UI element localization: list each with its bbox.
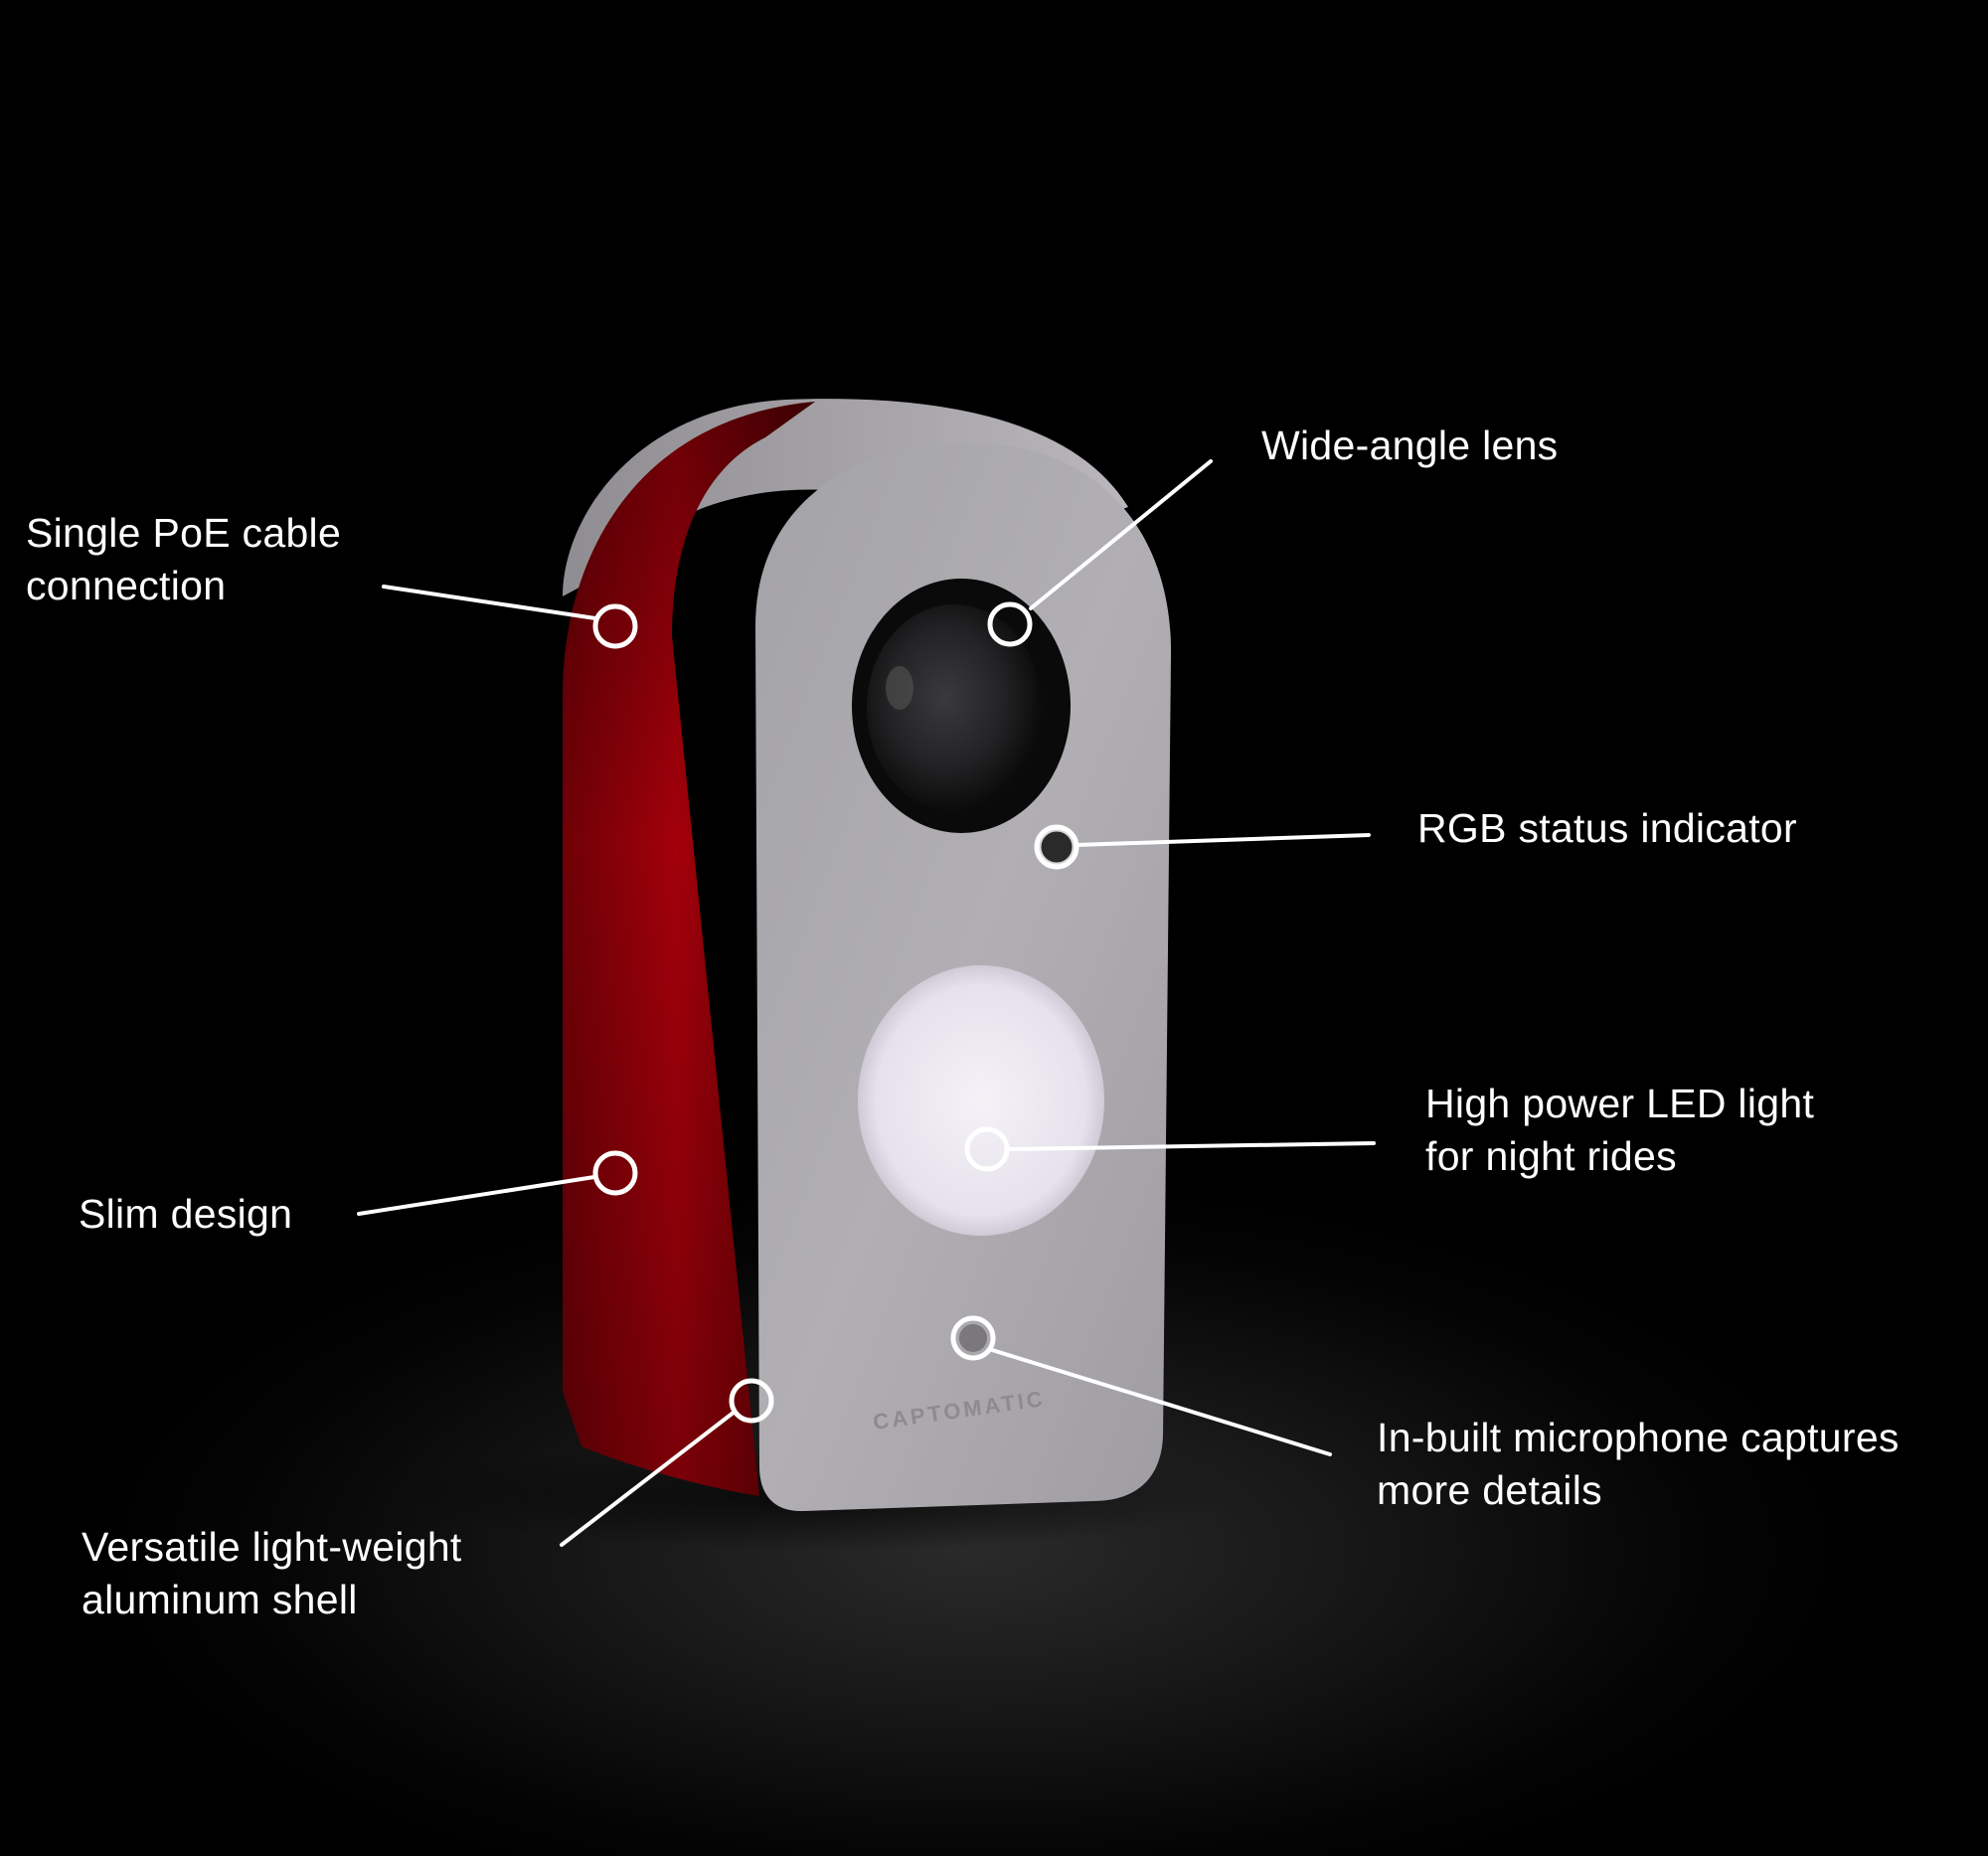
slim-leader-line xyxy=(357,1175,596,1216)
led-callout-line1: High power LED light xyxy=(1425,1081,1815,1126)
lens-callout: Wide-angle lens xyxy=(1261,420,1559,472)
rgb-callout: RGB status indicator xyxy=(1417,802,1797,855)
poe-callout-line1: Single PoE cable xyxy=(26,510,342,556)
microphone-grille xyxy=(959,1324,987,1352)
microphone-callout: In-built microphone captures more detail… xyxy=(1377,1412,1900,1517)
shell-callout-line1: Versatile light-weight xyxy=(82,1524,462,1570)
poe-callout: Single PoE cable connection xyxy=(26,507,341,612)
slim-callout: Slim design xyxy=(79,1188,292,1241)
rgb-leader-line xyxy=(1075,833,1371,847)
poe-marker xyxy=(592,603,638,649)
shell-callout-line2: aluminum shell xyxy=(82,1577,358,1622)
rgb-marker xyxy=(1034,824,1079,870)
lens-callout-line1: Wide-angle lens xyxy=(1261,422,1559,468)
lens-marker xyxy=(987,601,1033,647)
rgb-callout-line1: RGB status indicator xyxy=(1417,805,1797,851)
led-light xyxy=(858,965,1104,1236)
microphone-callout-line2: more details xyxy=(1377,1467,1602,1513)
lens-leader-line xyxy=(1029,459,1213,610)
led-callout-line2: for night rides xyxy=(1425,1133,1677,1179)
lens-reflection xyxy=(886,666,913,710)
poe-callout-line2: connection xyxy=(26,563,227,608)
shell-marker xyxy=(729,1378,774,1424)
shell-callout: Versatile light-weight aluminum shell xyxy=(82,1521,462,1626)
led-leader-line xyxy=(1006,1141,1376,1151)
lens-glass xyxy=(867,604,1042,811)
microphone-marker xyxy=(950,1315,996,1361)
led-marker xyxy=(964,1126,1010,1172)
slim-marker xyxy=(592,1150,638,1196)
microphone-leader-line xyxy=(990,1348,1332,1456)
rgb-indicator xyxy=(1038,828,1076,866)
shell-side-shade xyxy=(563,402,815,1496)
shell-leader-line xyxy=(560,1410,737,1547)
slim-callout-line1: Slim design xyxy=(79,1191,293,1237)
microphone-callout-line1: In-built microphone captures xyxy=(1377,1415,1900,1460)
led-callout: High power LED light for night rides xyxy=(1425,1078,1814,1183)
poe-leader-line xyxy=(382,585,597,620)
